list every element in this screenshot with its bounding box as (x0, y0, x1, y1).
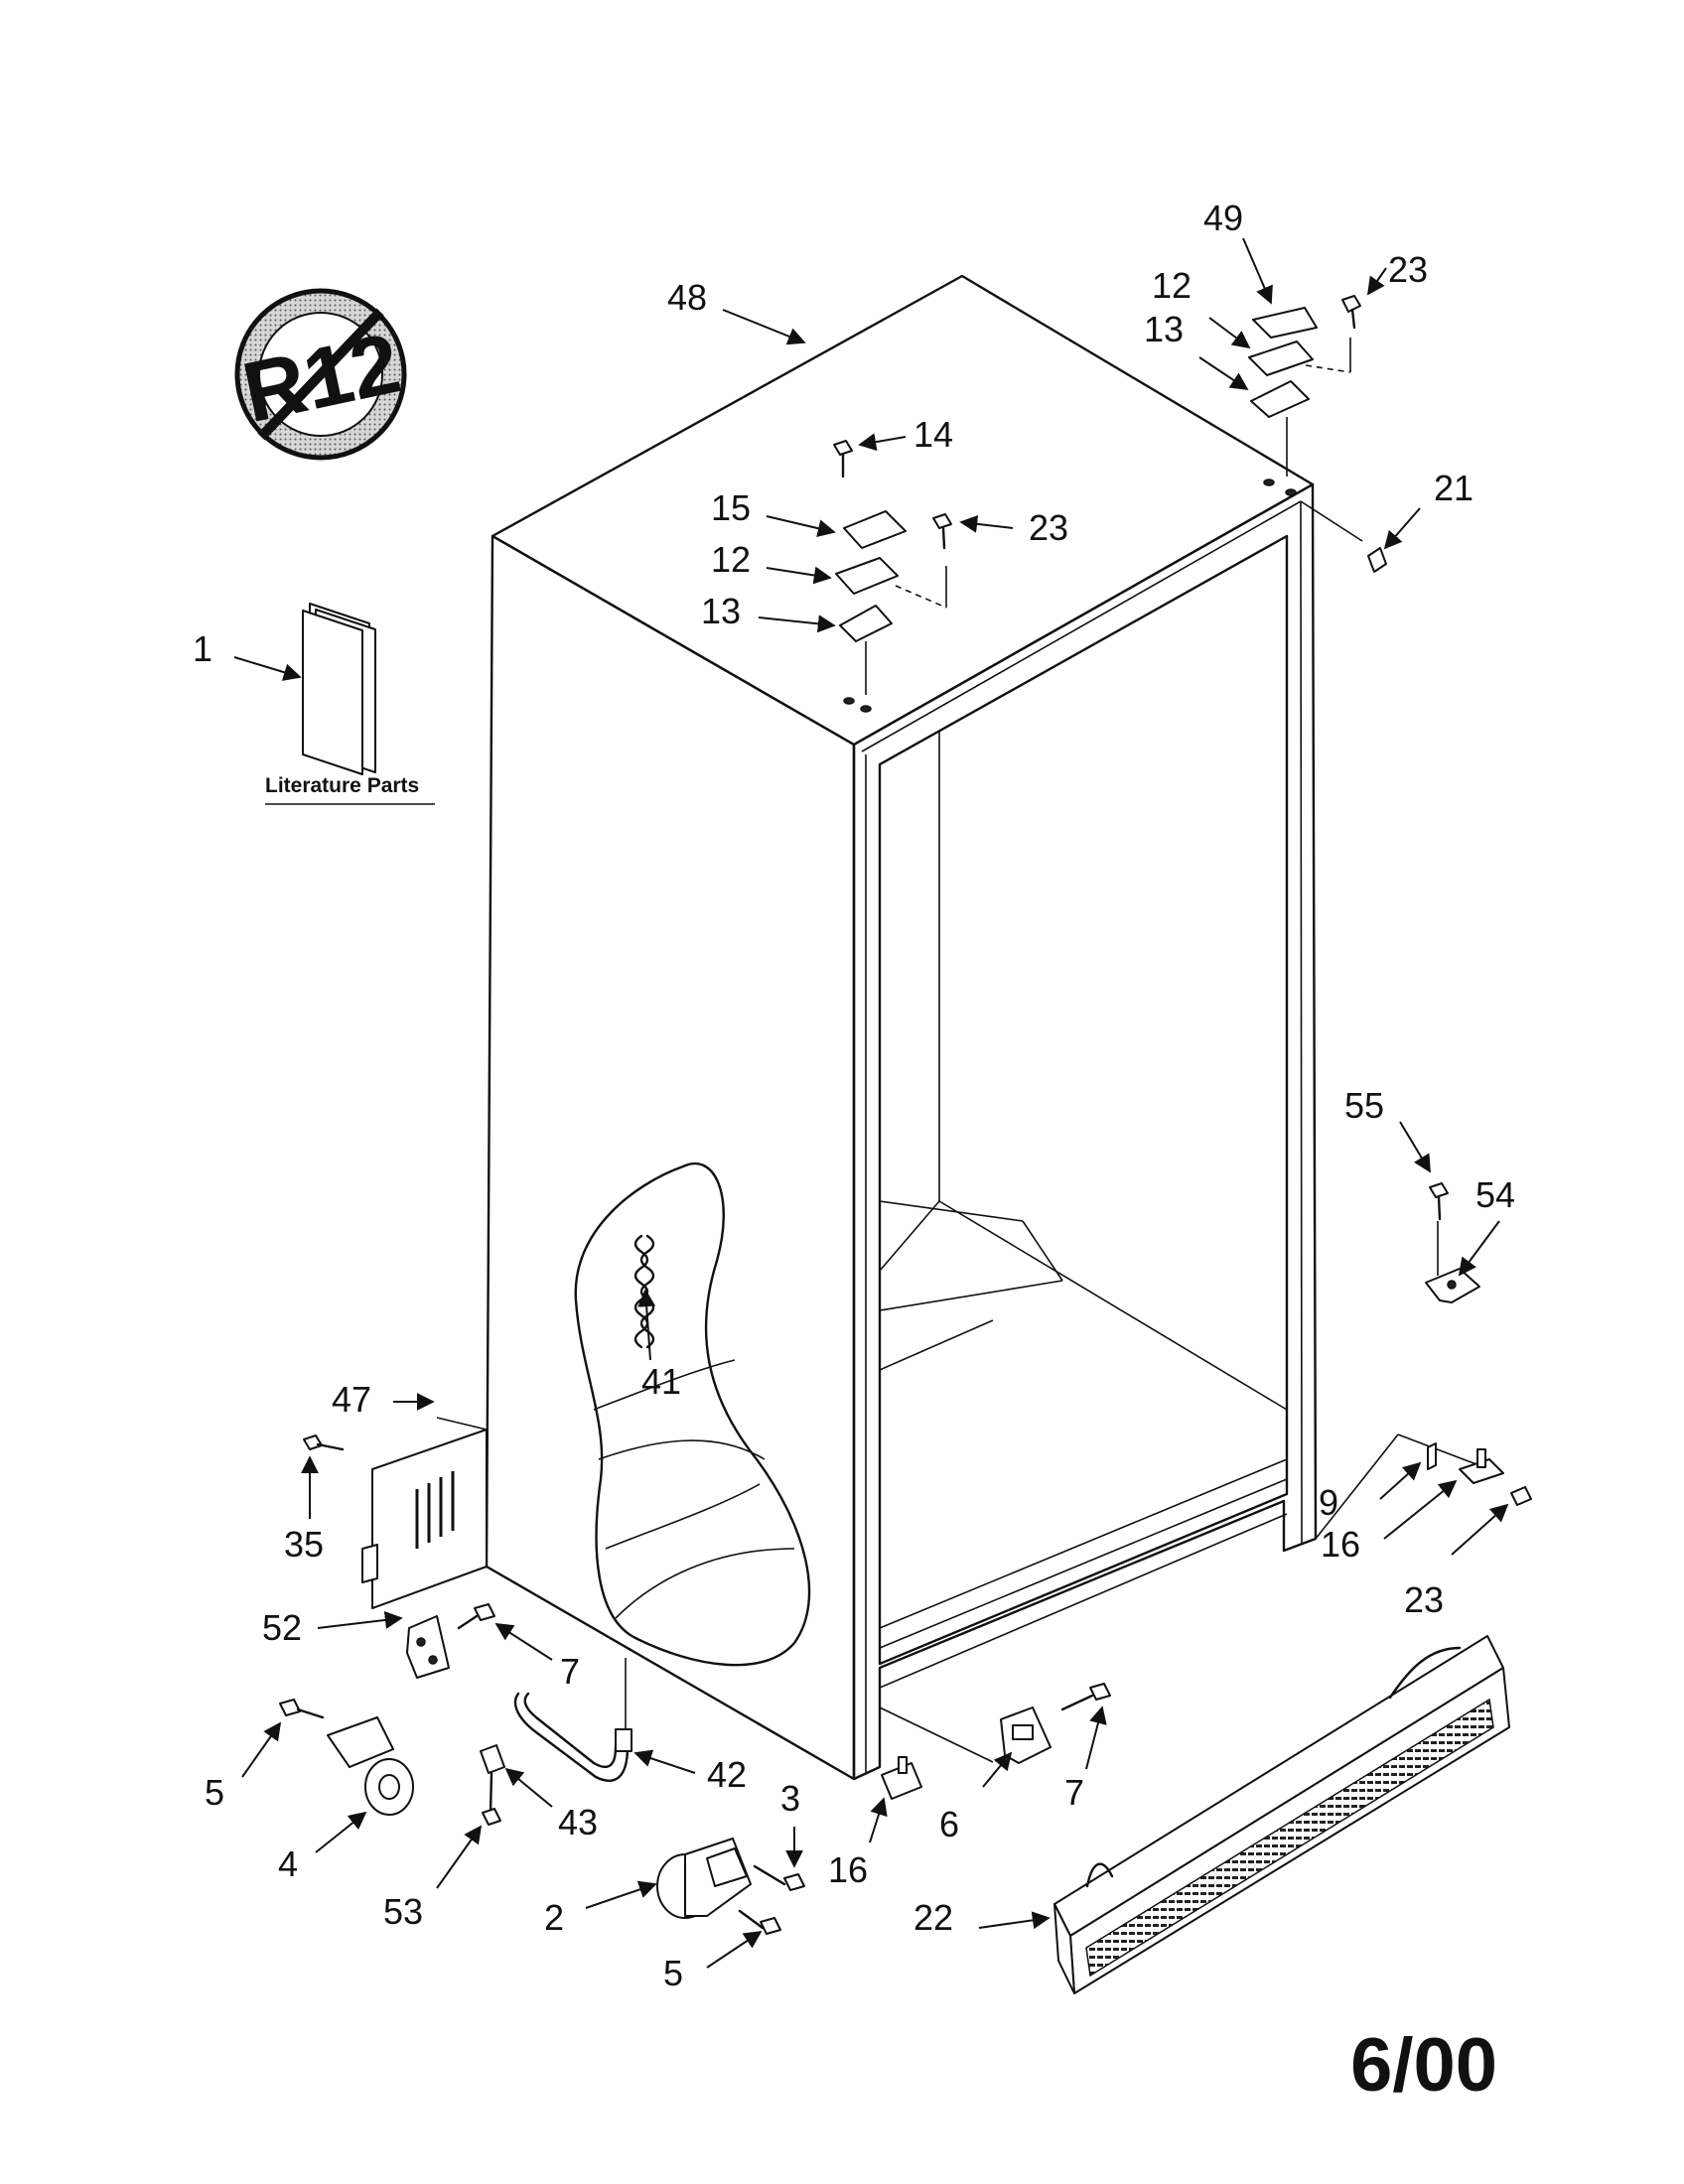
rear-roller-bracket-icon (1315, 1433, 1532, 1540)
callout-6: 6 (939, 1804, 959, 1844)
callout-53: 53 (383, 1891, 423, 1932)
callout-35: 35 (284, 1524, 324, 1565)
condenser-coil-icon (633, 1234, 655, 1349)
callout-5: 5 (205, 1772, 224, 1813)
callout-16: 16 (828, 1849, 868, 1890)
callout-9: 9 (1319, 1482, 1338, 1523)
callout-47: 47 (332, 1379, 371, 1420)
callout-15: 15 (711, 487, 751, 528)
upper-hinge-center-icon (833, 440, 952, 713)
callout-42: 42 (707, 1754, 747, 1795)
literature-booklet-icon: Literature Parts (265, 603, 435, 805)
trim-clip-icon (1300, 500, 1387, 573)
kickplate-bracket-icon (879, 1683, 1111, 1764)
callout-7: 7 (1064, 1772, 1084, 1813)
kickplate-clip-icon (881, 1756, 922, 1800)
callout-12: 12 (711, 539, 751, 580)
date-code: 6/00 (1350, 2023, 1497, 2108)
callout-14: 14 (913, 414, 953, 455)
screw-icon (303, 1434, 345, 1451)
callout-22: 22 (913, 1897, 953, 1938)
callout-48: 48 (667, 277, 707, 318)
tube-clamp-icon (480, 1744, 505, 1826)
callout-54: 54 (1475, 1174, 1515, 1215)
roller-assembly-left-icon (279, 1699, 414, 1816)
callout-5: 5 (663, 1953, 683, 1993)
callout-21: 21 (1434, 468, 1474, 508)
callout-2: 2 (544, 1897, 564, 1938)
callout-1: 1 (193, 628, 212, 669)
callout-23: 23 (1029, 507, 1068, 548)
callout-41: 41 (641, 1361, 681, 1402)
screw-icon (1341, 295, 1361, 330)
callout-43: 43 (558, 1802, 598, 1843)
roller-assembly-center-icon (656, 1838, 805, 1935)
callout-23: 23 (1404, 1579, 1444, 1620)
front-roller-bracket-icon (406, 1603, 495, 1679)
callout-23: 23 (1388, 249, 1428, 290)
leveling-bracket-icon (1425, 1182, 1480, 1303)
rear-access-panel-icon (361, 1417, 488, 1609)
callout-labels: 49 23 12 13 48 14 21 15 23 12 13 1 55 54… (193, 198, 1515, 1993)
kickplate-grille-icon (1053, 1635, 1510, 1994)
callout-16: 16 (1321, 1524, 1360, 1565)
literature-parts-label: Literature Parts (265, 774, 419, 797)
callout-7: 7 (560, 1651, 580, 1692)
callout-52: 52 (262, 1607, 302, 1648)
upper-hinge-right-icon (1248, 307, 1351, 496)
callout-4: 4 (278, 1843, 298, 1884)
callout-13: 13 (701, 591, 741, 631)
refrigerator-cabinet (485, 274, 1318, 1781)
callout-13: 13 (1144, 309, 1184, 349)
no-r12-badge-icon: R12 (234, 288, 408, 461)
callout-12: 12 (1152, 265, 1192, 306)
water-tube-icon (513, 1658, 632, 1782)
callout-3: 3 (780, 1778, 800, 1819)
leader-lines (233, 237, 1509, 1969)
callout-55: 55 (1344, 1085, 1384, 1126)
callout-49: 49 (1203, 198, 1243, 238)
